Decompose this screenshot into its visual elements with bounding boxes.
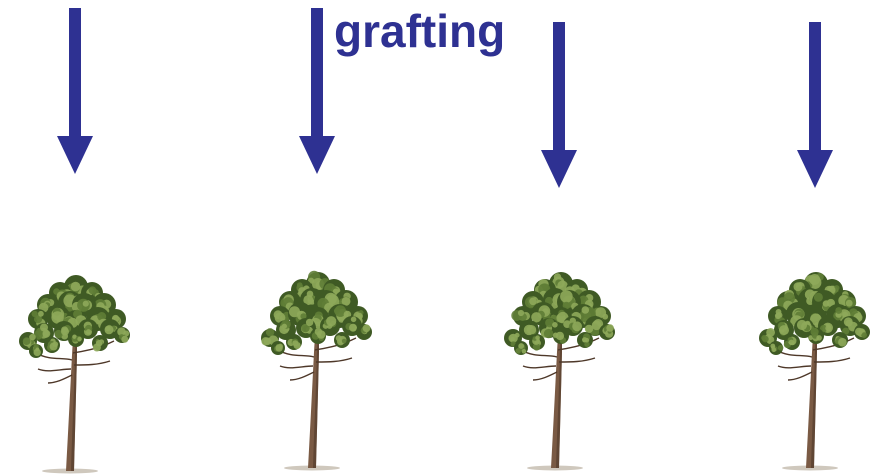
- pine-tree-icon: [754, 262, 876, 472]
- pine-tree-icon: [256, 262, 380, 472]
- down-arrow-icon: [298, 8, 336, 176]
- pine-tree-icon: [499, 262, 623, 472]
- pine-tree-icon: [14, 265, 138, 475]
- down-arrow-icon: [540, 22, 578, 190]
- diagram-title: grafting: [334, 8, 505, 54]
- down-arrow-icon: [56, 8, 94, 176]
- down-arrow-icon: [796, 22, 834, 190]
